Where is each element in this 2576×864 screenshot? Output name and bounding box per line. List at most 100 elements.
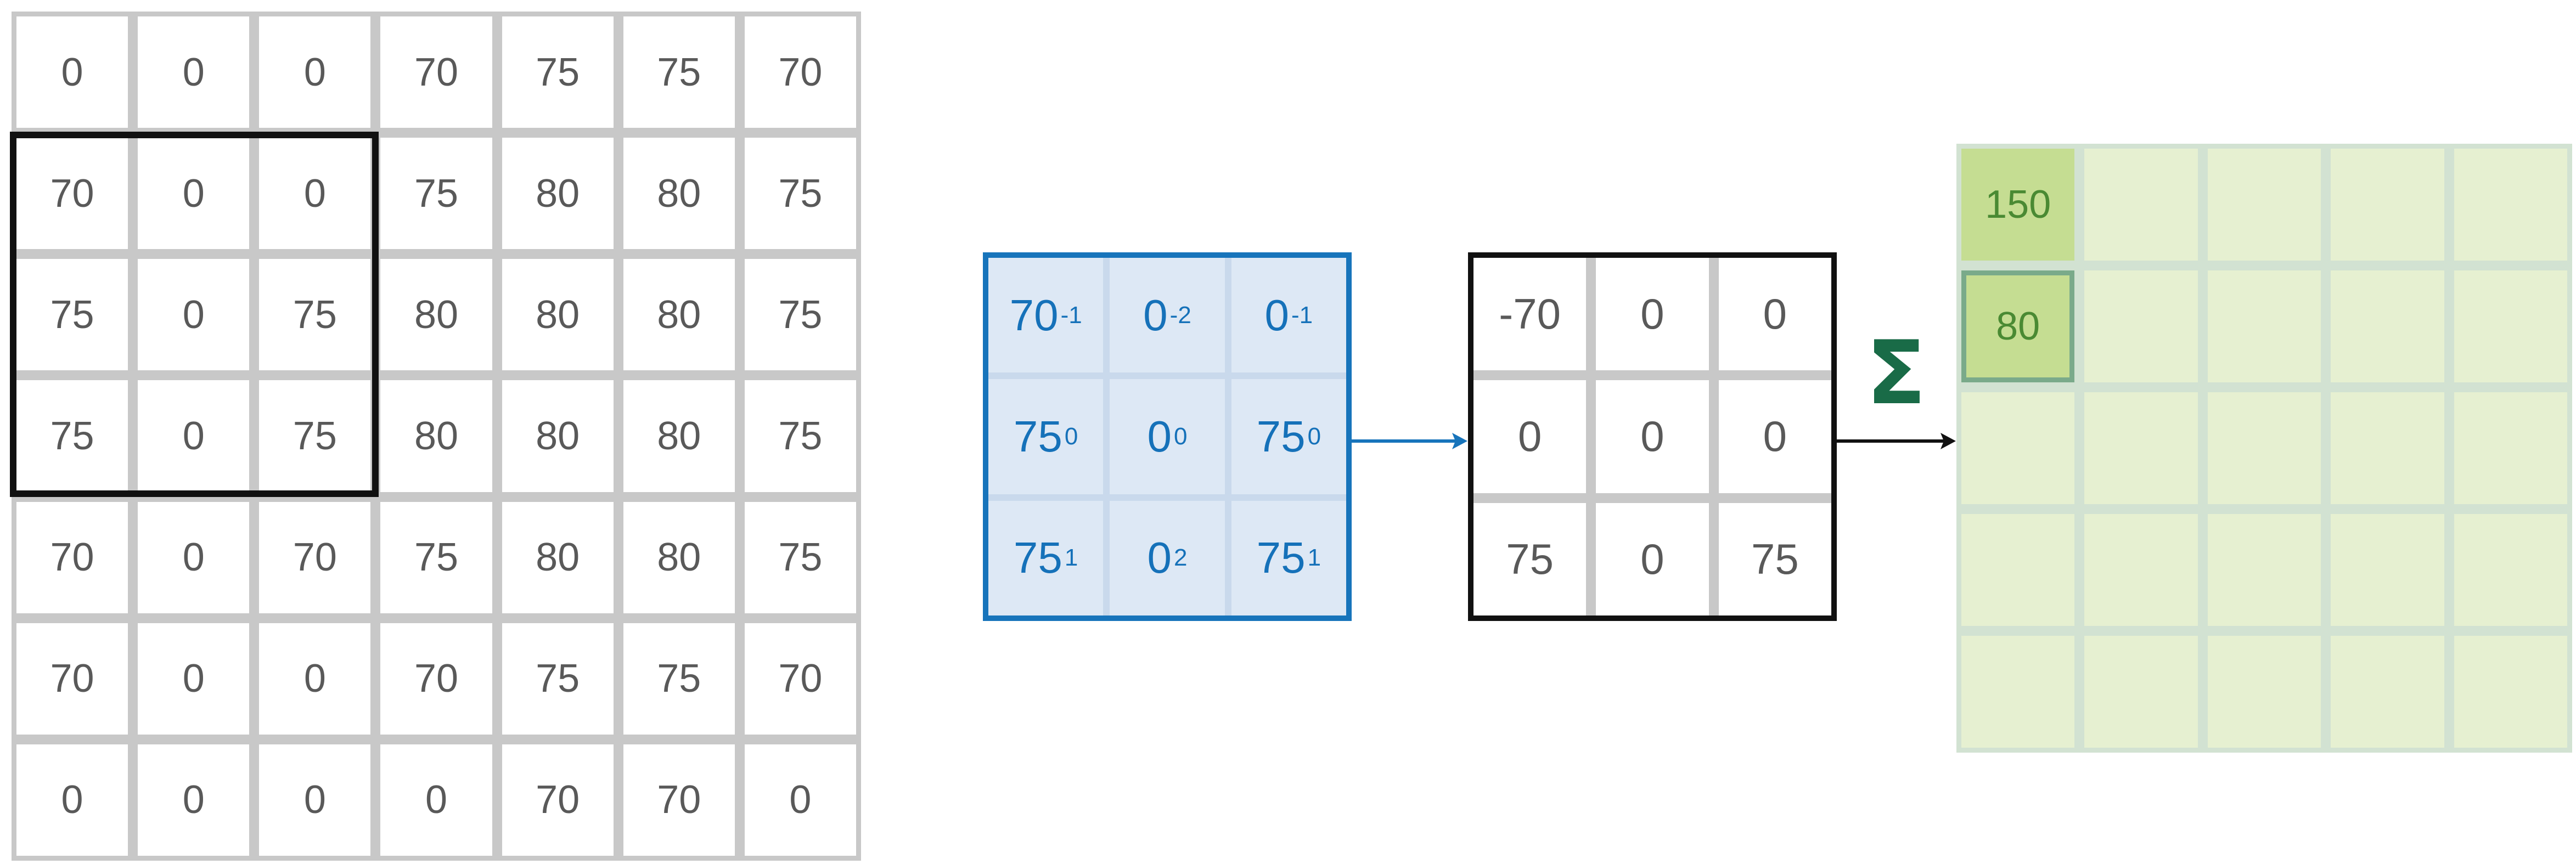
kernel-weight: 2 xyxy=(1174,544,1188,572)
input-cell: 80 xyxy=(502,380,614,492)
output-cell xyxy=(1961,636,2075,748)
kernel-value: 0 xyxy=(1264,290,1290,340)
input-cell: 75 xyxy=(623,623,735,735)
kernel-value: 75 xyxy=(1256,533,1306,583)
input-cell: 80 xyxy=(502,138,614,250)
input-cell: 75 xyxy=(16,380,128,492)
kernel-weight: 0 xyxy=(1307,422,1321,450)
input-cell: 0 xyxy=(138,623,250,735)
product-cell: 0 xyxy=(1596,502,1709,615)
input-cell: 75 xyxy=(380,501,492,613)
input-cell: 75 xyxy=(259,259,371,371)
input-cell: 75 xyxy=(16,259,128,371)
input-cell: 0 xyxy=(259,16,371,128)
sum-symbol: Σ xyxy=(1866,321,1926,424)
output-cell xyxy=(2084,514,2198,626)
output-cell xyxy=(2454,636,2567,748)
input-cell: 80 xyxy=(502,259,614,371)
output-cell xyxy=(2331,149,2444,261)
kernel-weight: -1 xyxy=(1291,301,1313,329)
input-cell: 0 xyxy=(138,138,250,250)
input-cell: 80 xyxy=(623,259,735,371)
output-cell xyxy=(2454,392,2567,504)
input-cell: 0 xyxy=(138,501,250,613)
input-cell: 70 xyxy=(744,16,856,128)
arrowhead-kernel xyxy=(1452,433,1467,449)
kernel-cell: 0-1 xyxy=(1231,258,1346,373)
input-cell: 0 xyxy=(380,744,492,856)
input-cell: 80 xyxy=(623,501,735,613)
output-cell: 150 xyxy=(1961,149,2075,261)
output-cell xyxy=(2207,392,2321,504)
input-cell: 70 xyxy=(380,623,492,735)
arrowhead-output xyxy=(1941,433,1956,449)
output-cell xyxy=(2331,514,2444,626)
output-cell xyxy=(2454,514,2567,626)
input-cell: 75 xyxy=(502,623,614,735)
product-cell: 75 xyxy=(1473,502,1587,615)
output-cell xyxy=(2084,636,2198,748)
product-cell: 0 xyxy=(1596,258,1709,371)
kernel-value: 0 xyxy=(1143,290,1168,340)
input-cell: 75 xyxy=(623,16,735,128)
input-cell: 0 xyxy=(259,138,371,250)
input-cell: 75 xyxy=(380,138,492,250)
input-cell: 80 xyxy=(502,501,614,613)
output-cell xyxy=(1961,392,2075,504)
input-cell: 0 xyxy=(259,623,371,735)
output-cell xyxy=(1961,514,2075,626)
kernel-cell: 70-1 xyxy=(988,258,1104,373)
kernel-weight: -1 xyxy=(1060,301,1082,329)
kernel-value: 0 xyxy=(1147,533,1172,583)
input-cell: 70 xyxy=(259,501,371,613)
input-cell: 75 xyxy=(502,16,614,128)
kernel-value: 75 xyxy=(1013,411,1062,461)
input-cell: 0 xyxy=(16,744,128,856)
kernel-weight: 1 xyxy=(1064,544,1078,572)
output-cell: 80 xyxy=(1961,270,2075,382)
input-cell: 0 xyxy=(138,16,250,128)
kernel-weight: -2 xyxy=(1169,301,1191,329)
input-cell: 80 xyxy=(380,380,492,492)
product-cell: 0 xyxy=(1718,258,1831,371)
input-cell: 75 xyxy=(744,501,856,613)
output-cell xyxy=(2331,270,2444,382)
output-cell xyxy=(2084,392,2198,504)
product-cell: 0 xyxy=(1718,380,1831,493)
input-cell: 80 xyxy=(623,380,735,492)
input-cell: 75 xyxy=(744,138,856,250)
input-cell: 0 xyxy=(138,380,250,492)
input-cell: 0 xyxy=(259,744,371,856)
output-cell xyxy=(2207,514,2321,626)
kernel-weight: 0 xyxy=(1174,422,1188,450)
kernel-value: 0 xyxy=(1147,411,1172,461)
kernel-value: 75 xyxy=(1256,411,1306,461)
product-cell: 0 xyxy=(1473,380,1587,493)
kernel-weight: 0 xyxy=(1064,422,1078,450)
kernel-cell: 0-2 xyxy=(1110,258,1225,373)
input-cell: 75 xyxy=(744,380,856,492)
input-cell: 0 xyxy=(16,16,128,128)
input-cell: 70 xyxy=(744,623,856,735)
input-cell: 70 xyxy=(16,501,128,613)
input-cell: 70 xyxy=(16,623,128,735)
input-cell: 80 xyxy=(380,259,492,371)
product-cell: 0 xyxy=(1596,380,1709,493)
output-cell xyxy=(2207,636,2321,748)
input-cell: 70 xyxy=(16,138,128,250)
input-cell: 70 xyxy=(380,16,492,128)
kernel-value: 75 xyxy=(1013,533,1062,583)
output-cell xyxy=(2207,270,2321,382)
output-cell xyxy=(2084,270,2198,382)
output-cell xyxy=(2331,636,2444,748)
